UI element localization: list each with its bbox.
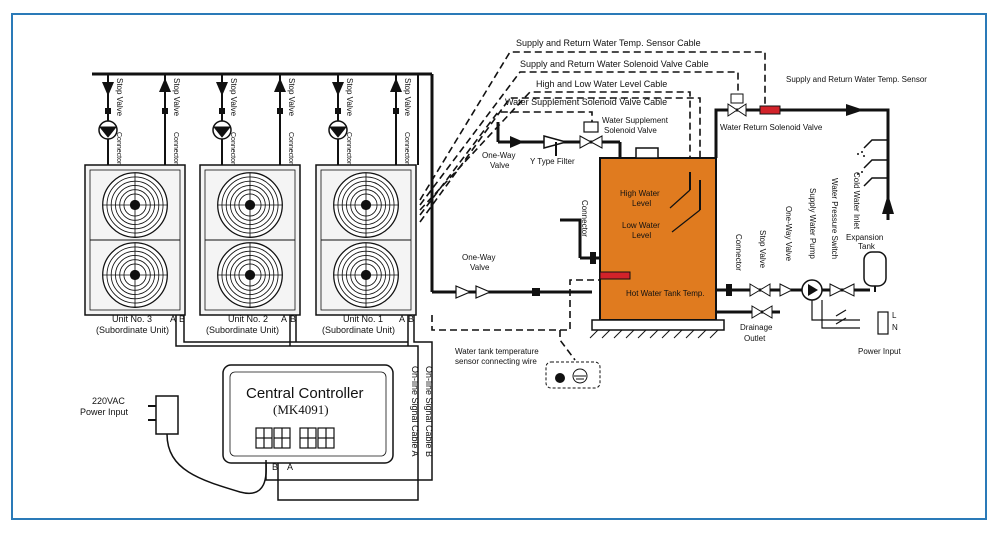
unit2-name: Unit No. 2 [228, 314, 268, 324]
cold-water-inlet-label: Cold Water Inlet [852, 172, 861, 230]
unit2-connector-label: Connector [229, 132, 236, 165]
power-switch [811, 300, 889, 335]
one-way-valve-mid-label-1: One-Way [462, 253, 496, 262]
return-water-line [714, 108, 890, 220]
unit-pipes [107, 74, 419, 165]
signal-cable-b-label: On-line Signal Cable B [424, 366, 434, 457]
supply-pump-label: Supply Water Pump [808, 188, 817, 259]
unit1-term-a: A [399, 314, 405, 324]
high-level-label-2: Level [632, 199, 651, 208]
unit2-connector-2-label: Connector [287, 132, 294, 165]
tap-outlets [863, 139, 888, 187]
drainage-label-2: Outlet [744, 334, 766, 343]
supplement-solenoid-valve [579, 121, 603, 149]
unit-3 [84, 164, 186, 316]
drainage-label-1: Drainage [740, 323, 773, 332]
controller-terminals [255, 427, 335, 449]
low-level-label-1: Low Water [622, 221, 660, 230]
cable-label-solenoid: Supply and Return Water Solenoid Valve C… [520, 59, 709, 69]
supplement-solenoid-label-2: Solenoid Valve [604, 126, 657, 135]
unit2-term-a: A [281, 314, 287, 324]
unit3-term-a: A [170, 314, 176, 324]
controller-title: Central Controller [246, 385, 364, 402]
unit2-role: (Subordinate Unit) [206, 325, 279, 335]
y-filter-label: Y Type Filter [530, 157, 575, 166]
controller-term-a: A [287, 462, 293, 472]
unit1-role: (Subordinate Unit) [322, 325, 395, 335]
tank-temp-sensor [599, 271, 631, 280]
cable-label-level: High and Low Water Level Cable [536, 79, 667, 89]
low-level-label-2: Level [632, 231, 651, 240]
unit2-term-b: B [290, 314, 296, 324]
unit1-stop-valve-label: Stop Valve [345, 78, 354, 117]
supplement-solenoid-label-1: Water Supplement [602, 116, 669, 125]
unit-2 [199, 164, 301, 316]
hot-water-temp-label: Hot Water Tank Temp. [626, 289, 705, 298]
outer-frame [11, 13, 987, 520]
unit2-stop-valve-2-label: Stop Valve [287, 78, 296, 117]
unit-1 [315, 164, 417, 316]
mid-one-way-valve [455, 285, 540, 299]
supply-return-sensor-label: Supply and Return Water Temp. Sensor [786, 75, 927, 84]
tank-temp-wire-label-1: Water tank temperature [455, 347, 539, 356]
unit3-name: Unit No. 3 [112, 314, 152, 324]
unit1-stop-valve-2-label: Stop Valve [403, 78, 412, 117]
ac-input-label-1: 220VAC [92, 396, 125, 406]
high-level-label-1: High Water [620, 189, 660, 198]
power-l-label: L [892, 311, 897, 320]
unit3-stop-valve-label: Stop Valve [115, 78, 124, 117]
signal-cable-a-label: On-line Signal Cable A [410, 366, 420, 457]
dashed-cables [419, 51, 766, 361]
unit3-role: (Subordinate Unit) [96, 325, 169, 335]
connector-tank-label: Connector [580, 200, 589, 237]
water-return-solenoid-valve [727, 93, 747, 117]
expansion-tank [863, 251, 887, 287]
unit1-connector-label: Connector [345, 132, 352, 165]
unit3-stop-valve-2-label: Stop Valve [172, 78, 181, 117]
flow-arrows [102, 78, 402, 96]
one-way-valve-mid-label-2: Valve [470, 263, 490, 272]
controller-term-b: B [272, 462, 278, 472]
unit2-stop-valve-label: Stop Valve [229, 78, 238, 117]
unit1-term-b: B [408, 314, 414, 324]
water-return-solenoid-label: Water Return Solenoid Valve [720, 123, 823, 132]
unit3-term-b: B [179, 314, 185, 324]
one-way-valve-top-label-2: Valve [490, 161, 510, 170]
pressure-switch-label: Water Pressure Switch [830, 178, 839, 259]
power-input-label: Power Input [858, 347, 901, 356]
return-temp-sensor [759, 105, 781, 115]
power-adapter [155, 395, 179, 435]
controller-model: (MK4091) [273, 402, 329, 417]
unit1-connector-2-label: Connector [403, 132, 410, 165]
cable-label-temp-sensor: Supply and Return Water Temp. Sensor Cab… [516, 38, 701, 48]
expansion-tank-label-2: Tank [858, 242, 876, 251]
ac-input-label-2: Power Input [80, 407, 129, 417]
unit3-connector-label: Connector [115, 132, 122, 165]
connector-right-label: Connector [734, 234, 743, 271]
tank-temp-wire-label-2: sensor connecting wire [455, 357, 537, 366]
unit1-name: Unit No. 1 [343, 314, 383, 324]
cable-label-supplement: Water Supplement Solenoid Valve Cable [505, 97, 667, 107]
stop-valve-right-label: Stop Valve [758, 230, 767, 269]
one-way-valve-right-label: One-Way Valve [784, 206, 793, 262]
power-n-label: N [892, 323, 898, 332]
one-way-valve-top-label-1: One-Way [482, 151, 516, 160]
ground-box [545, 361, 601, 389]
expansion-tank-label-1: Expansion [846, 233, 883, 242]
unit3-connector-2-label: Connector [172, 132, 179, 165]
